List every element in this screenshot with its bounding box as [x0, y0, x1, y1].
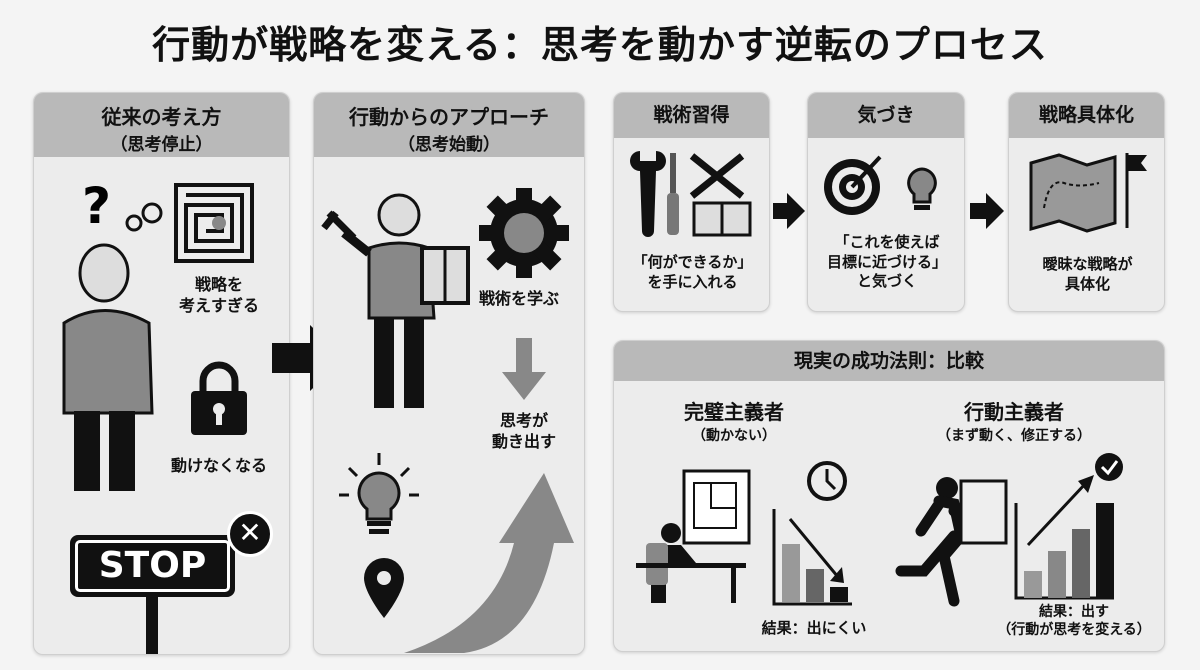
step-text: 「何ができるか」 を手に入れる — [632, 253, 753, 291]
close-icon: ✕ — [227, 511, 273, 557]
step-strategy: 戦略具体化 曖昧な戦略が 具体化 — [1008, 92, 1165, 312]
lock-icon — [191, 361, 247, 435]
perfectionist-result: 結果：出にくい — [761, 619, 867, 637]
running-person-icon — [895, 477, 1008, 607]
maze-icon — [174, 183, 254, 263]
page-title: 行動が戦略を変える：思考を動かす逆転のプロセス — [152, 23, 1048, 67]
person-with-tools-icon — [321, 193, 470, 408]
step-text: 曖昧な戦略が 具体化 — [1042, 255, 1133, 293]
arrow-down-icon — [502, 338, 546, 400]
svg-text:?: ? — [82, 177, 111, 235]
perfectionist-title: 完璧主義者 — [684, 400, 784, 424]
panel-title: 従来の考え方 — [101, 105, 222, 129]
panel-subtitle: （思考停止） — [110, 135, 213, 155]
step-text: 「これを使えば 目標に近づける」 と気づく — [826, 233, 947, 290]
map-and-flag-icon — [1029, 153, 1147, 233]
traditional-panel: 従来の考え方 （思考停止） ? 戦略を 考えすぎる 動けなくなる STOP ✕ — [33, 92, 290, 655]
perfectionist-subtitle: （動かない） — [692, 428, 776, 444]
action-result: 結果：出す （行動が思考を変える） — [997, 604, 1151, 639]
panel-title: 行動からのアプローチ — [349, 105, 549, 129]
step-tactics: 戦術習得 「何ができるか」 を手に入れる — [613, 92, 770, 312]
learn-label: 戦術を学ぶ — [478, 289, 559, 308]
step-title: 戦略具体化 — [1009, 93, 1164, 138]
thinking-person-icon: ? — [62, 177, 163, 491]
declining-chart-icon — [772, 461, 852, 606]
sign-post — [146, 597, 158, 654]
action-subtitle: （まず動く、修正する） — [937, 428, 1091, 444]
location-pin-icon — [364, 558, 404, 618]
thinking-label: 思考が 動き出す — [491, 411, 556, 451]
arrow-right-icon — [773, 193, 805, 229]
stuck-label: 動けなくなる — [170, 456, 267, 475]
action-title: 行動主義者 — [964, 400, 1064, 424]
panel-subtitle: （思考始動） — [398, 135, 500, 155]
tools-and-book-icon — [630, 151, 752, 237]
step-title: 気づき — [808, 93, 964, 138]
arrow-right-icon — [970, 193, 1004, 229]
stop-sign: STOP — [70, 535, 235, 597]
overthink-label: 戦略を 考えすぎる — [178, 275, 259, 315]
comparison-title: 現実の成功法則：比較 — [614, 341, 1164, 381]
stop-text: STOP — [75, 540, 230, 592]
action-panel: 行動からのアプローチ （思考始動） 戦術を学ぶ 思考が 動き出す — [313, 92, 585, 655]
comparison-panel: 現実の成功法則：比較 完璧主義者 （動かない） 行動主義者 （まず動く、修正する… — [613, 340, 1165, 652]
rising-chart-icon — [1014, 453, 1123, 600]
lightbulb-icon — [339, 453, 419, 534]
step-title: 戦術習得 — [614, 93, 769, 138]
person-at-desk-icon — [636, 469, 751, 603]
target-and-lightbulb-icon — [824, 155, 937, 215]
rising-path-arrow-icon — [404, 473, 574, 653]
step-insight: 気づき 「これを使えば 目標に近づける」 と気づく — [807, 92, 965, 312]
gear-icon — [479, 188, 569, 278]
